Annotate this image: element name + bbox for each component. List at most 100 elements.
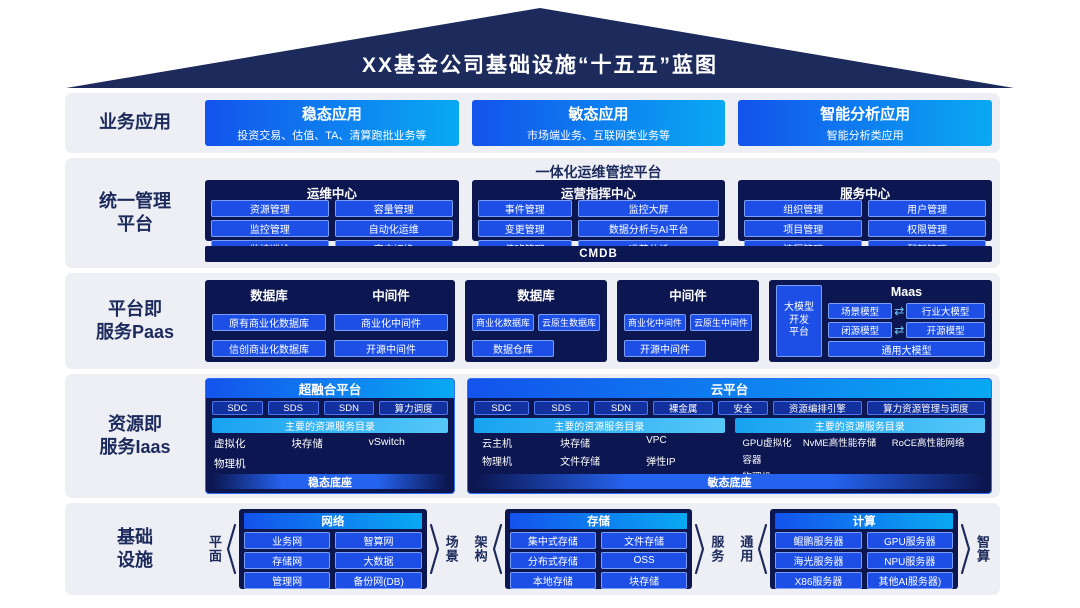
resource-item: VPC [646, 435, 667, 446]
maas-title: Maas [890, 285, 923, 299]
paas-chip: 数据仓库 [472, 340, 554, 357]
compute-title-band: 计算 [775, 513, 954, 529]
paas-combined-box: 数据库 原有商业化数据库 信创商业化数据库 中间件 商业化中间件 开源中间件 [205, 280, 455, 362]
model-chip: 开源模型 [906, 322, 985, 338]
roof-banner: XX基金公司基础设施“十五五”蓝图 [66, 8, 1014, 88]
network-grid: 业务网 智算网 存储网 大数据 管理网 备份网(DB) [244, 532, 422, 589]
model-row: 闭源模型 ⇄ 开源模型 [828, 322, 985, 338]
app-box-ai-analysis: 智能分析应用 智能分析类应用 [738, 100, 993, 146]
storage-title-band: 存储 [509, 513, 688, 529]
infra-chip: 业务网 [244, 532, 331, 549]
module-chip: 项目管理 [744, 220, 863, 237]
right-chevron-icon [695, 523, 705, 575]
paas-content: 数据库 原有商业化数据库 信创商业化数据库 中间件 商业化中间件 开源中间件 数… [205, 273, 1000, 369]
tech-chip: 算力调度 [379, 401, 448, 415]
cloud-left-resource-list: 云主机 块存储 VPC 物理机 文件存储 弹性IP 容器 对象存储 负载均衡 [474, 435, 725, 486]
box-title: 中间件 [669, 289, 707, 303]
hci-title-band: 超融合平台 [206, 379, 454, 398]
infra-chip: 文件存储 [601, 532, 688, 549]
module-chip: 数据分析与AI平台 [577, 220, 720, 237]
catalog-band: 主要的资源服务目录 [212, 418, 448, 433]
cloud-left-column: 主要的资源服务目录 云主机 块存储 VPC 物理机 文件存储 弹性IP 容器 对… [474, 417, 725, 486]
maas-model-area: Maas 场景模型 ⇄ 行业大模型 闭源模型 ⇄ 开源模型 通用大模型 [828, 285, 985, 357]
tech-chip: 算力资源管理与调度 [866, 401, 986, 415]
app-title: 敏态应用 [568, 106, 629, 123]
cmdb-bar: CMDB [205, 246, 992, 262]
resource-item: 文件存储 [560, 457, 601, 468]
app-desc: 投资交易、估值、TA、清算跑批业务等 [237, 130, 427, 142]
row-paas: 平台即 服务Paas 数据库 原有商业化数据库 信创商业化数据库 中间件 商业化… [65, 273, 1000, 369]
app-box-stable: 稳态应用 投资交易、估值、TA、清算跑批业务等 [205, 100, 459, 146]
row-label-iaas: 资源即 服务Iaas [99, 413, 171, 457]
paas-chip: 商业化中间件 [624, 313, 686, 331]
general-model-chip: 通用大模型 [828, 341, 985, 357]
app-title: 智能分析应用 [820, 106, 911, 123]
cloud-title-band: 云平台 [468, 379, 991, 398]
resource-item: 弹性IP [646, 457, 676, 468]
stable-base-band: 稳态底座 [212, 474, 448, 489]
paas-chip: 开源中间件 [624, 340, 706, 357]
model-chip: 行业大模型 [906, 303, 985, 319]
paas-chip: 云原生数据库 [538, 313, 600, 331]
catalog-band: 主要的资源服务目录 [734, 418, 985, 433]
infra-chip: 本地存储 [509, 572, 596, 589]
page-title: XX基金公司基础设施“十五五”蓝图 [361, 54, 718, 77]
swap-arrow-icon: ⇄ [894, 323, 905, 337]
resource-item: 物理机 [482, 457, 512, 468]
tech-chip: SDS [533, 401, 589, 415]
tech-chip: 资源编排引擎 [772, 401, 862, 415]
agile-base-band: 敏态底座 [474, 474, 985, 489]
infra-chip: 存储网 [244, 552, 331, 569]
infra-chip: 其他AI服务器) [866, 572, 954, 589]
column-title: 数据库 [250, 289, 288, 303]
side-label-scene: 场景 [443, 535, 459, 563]
module-chip: 监控管理 [211, 220, 329, 237]
tech-chip: 安全 [718, 401, 768, 415]
row-label-infrastructure: 基础 设施 [117, 526, 153, 570]
row-label-management: 统一管理 平台 [99, 190, 171, 234]
infra-chip: 鲲鹏服务器 [775, 532, 862, 549]
paas-chip: 原有商业化数据库 [212, 313, 326, 331]
module-chip: 权限管理 [868, 220, 987, 237]
storage-box: 存储 集中式存储 文件存储 分布式存储 OSS 本地存储 块存储 [504, 509, 693, 589]
tech-chip: SDC [212, 401, 263, 415]
paas-chip: 商业化数据库 [472, 313, 534, 331]
infra-chip: 海光服务器 [775, 552, 862, 569]
resource-item: RoCE高性能网络 [891, 438, 965, 449]
tech-chip: SDC [474, 401, 529, 415]
row-management-platform: 统一管理 平台 一体化运维管控平台 运维中心 资源管理 容量管理 监控管理 自动… [65, 158, 1000, 268]
infra-group-compute: 通用 计算 鲲鹏服务器 GPU服务器 海光服务器 NPU服务器 X86服务器 其… [736, 509, 992, 589]
row-iaas: 资源即 服务Iaas 超融合平台 SDC SDS SDN 算力调度 主要的资源服… [65, 374, 1000, 498]
center-title: 运营指挥中心 [561, 187, 637, 201]
app-box-agile: 敏态应用 市场端业务、互联网类业务等 [471, 100, 726, 146]
tech-chip: SDN [593, 401, 649, 415]
infra-chip: 管理网 [244, 572, 331, 589]
paas-database-box: 数据库 商业化数据库 云原生数据库 数据仓库 [465, 280, 607, 362]
iaas-content: 超融合平台 SDC SDS SDN 算力调度 主要的资源服务目录 虚拟化 块存储… [205, 374, 1000, 498]
resource-item: 容器 [742, 455, 762, 466]
box-title: 数据库 [517, 289, 555, 303]
model-chip: 闭源模型 [828, 322, 893, 338]
row-label-business: 业务应用 [99, 112, 171, 133]
paas-chip: 商业化中间件 [334, 313, 448, 331]
side-label-ai-compute: 智算 [975, 535, 991, 563]
hci-platform-box: 超融合平台 SDC SDS SDN 算力调度 主要的资源服务目录 虚拟化 块存储… [205, 378, 455, 494]
app-desc: 市场端业务、互联网类业务等 [527, 130, 670, 142]
left-chevron-icon [758, 523, 768, 575]
side-label-service: 服务 [709, 535, 725, 563]
swap-arrow-icon: ⇄ [894, 304, 905, 318]
resource-item: 物理机 [214, 457, 246, 470]
paas-chip: 开源中间件 [334, 340, 448, 357]
service-center-box: 服务中心 组织管理 用户管理 项目管理 权限管理 流程管理 配额管理 [738, 180, 993, 257]
llm-dev-platform-chip: 大模型 开发 平台 [776, 285, 822, 357]
app-desc: 智能分析类应用 [826, 130, 904, 142]
paas-chip: 云原生中间件 [690, 313, 752, 331]
module-chip: 变更管理 [477, 220, 572, 237]
center-title: 服务中心 [840, 187, 891, 201]
row-label-paas: 平台即 服务Paas [95, 298, 175, 342]
paas-maas-box: 大模型 开发 平台 Maas 场景模型 ⇄ 行业大模型 闭源模型 ⇄ 开源模型 … [769, 280, 992, 362]
resource-item: NvME高性能存储 [802, 438, 877, 449]
centers-container: 运维中心 资源管理 容量管理 监控管理 自动化运维 监控巡检 容灾切换 运营指挥… [205, 180, 993, 257]
infra-group-storage: 架构 存储 集中式存储 文件存储 分布式存储 OSS 本地存储 块存储 服务 [471, 509, 727, 589]
row-business-apps: 业务应用 稳态应用 投资交易、估值、TA、清算跑批业务等 敏态应用 市场端业务、… [65, 93, 1000, 153]
